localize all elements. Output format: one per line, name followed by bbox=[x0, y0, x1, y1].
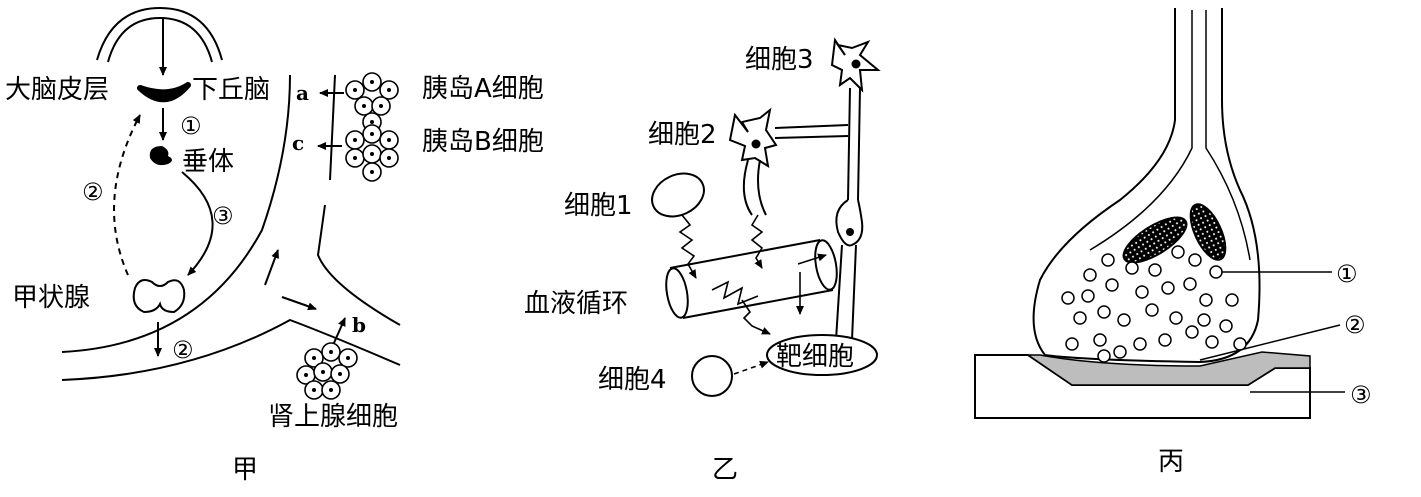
neuron-2-signal-wave bbox=[750, 214, 764, 269]
cortex-label: 大脑皮层 bbox=[5, 75, 109, 105]
islet-a-cluster bbox=[345, 72, 399, 132]
marker-3: ③ bbox=[212, 202, 234, 230]
marker-bing-2: ② bbox=[1344, 311, 1366, 339]
caption-bing: 丙 bbox=[1158, 447, 1184, 477]
marker-2-left: ② bbox=[82, 178, 104, 206]
blood-label: 血液循环 bbox=[524, 289, 628, 319]
target-label: 靶细胞 bbox=[776, 342, 854, 372]
neuron-2-nucleus bbox=[751, 139, 761, 149]
thyroid-label: 甲状腺 bbox=[12, 283, 90, 313]
panel-yi: 细胞3 细胞2 细胞1 血液循环 靶细胞 细胞4 乙 bbox=[524, 37, 881, 485]
marker-bing-1: ① bbox=[1336, 260, 1358, 288]
cell4-dashed-arrow bbox=[733, 360, 769, 375]
neuron-lower-body bbox=[835, 199, 864, 247]
cortex-arc-inner bbox=[107, 16, 213, 63]
letter-c: c bbox=[292, 131, 304, 155]
cell1-label: 细胞1 bbox=[564, 191, 633, 221]
hypothalamus-shape bbox=[137, 82, 191, 103]
neuron-3-nucleus bbox=[851, 59, 861, 69]
cell4-shape bbox=[691, 355, 733, 397]
neuron-lower-axon bbox=[835, 244, 857, 341]
caption-yi: 乙 bbox=[712, 455, 738, 485]
flow-arrow-right bbox=[281, 296, 317, 311]
islet-a-label: 胰岛A细胞 bbox=[422, 74, 544, 104]
target-cell-shape bbox=[766, 334, 878, 376]
pituitary-label: 垂体 bbox=[182, 147, 234, 177]
mitochondrion-1 bbox=[1122, 216, 1188, 264]
blood-vessel-right-end bbox=[814, 239, 838, 291]
adrenal-cluster bbox=[296, 342, 358, 400]
neuron-2-axon bbox=[742, 159, 767, 216]
pituitary-shape bbox=[149, 146, 172, 166]
cell3-label: 细胞3 bbox=[745, 45, 814, 75]
neuron-3-branch bbox=[774, 124, 849, 139]
synapse-inner-membrane bbox=[1089, 10, 1251, 261]
hypothalamus-label: 下丘脑 bbox=[192, 75, 270, 105]
flow-arrow-up bbox=[264, 249, 279, 286]
islet-b-label: 胰岛B细胞 bbox=[422, 127, 544, 157]
synaptic-vesicles bbox=[1061, 245, 1247, 363]
cell2-label: 细胞2 bbox=[648, 120, 717, 150]
marker-1: ① bbox=[180, 112, 202, 140]
vessel-outer-wall bbox=[61, 74, 291, 353]
feedback-arrow-dashed bbox=[113, 114, 141, 276]
neuron-2-body bbox=[728, 107, 778, 169]
cortex-arc bbox=[96, 6, 223, 61]
adrenal-label: 肾上腺细胞 bbox=[268, 402, 398, 432]
letter-a: a bbox=[296, 81, 309, 105]
cell1-shape bbox=[651, 172, 705, 218]
panel-bing: ① ② ③ 丙 bbox=[974, 8, 1372, 477]
caption-jia: 甲 bbox=[232, 455, 258, 485]
islet-b-cluster bbox=[345, 124, 399, 182]
leader-2 bbox=[1199, 324, 1341, 361]
synaptic-cleft bbox=[1025, 351, 1311, 386]
cell4-label: 细胞4 bbox=[598, 365, 667, 395]
blood-vessel-left-end bbox=[665, 267, 689, 319]
arrow-pituitary-to-thyroid bbox=[181, 171, 214, 276]
vessel-lower-wall bbox=[61, 318, 401, 381]
letter-b: b bbox=[352, 313, 366, 337]
neuron-lower-nucleus bbox=[846, 228, 854, 236]
mitochondrion-2 bbox=[1189, 203, 1227, 261]
panel-jia: 大脑皮层 下丘脑 ① 垂体 ② ③ 甲状腺 ② a c b bbox=[5, 6, 544, 485]
marker-2-bottom: ② bbox=[172, 336, 194, 364]
cell1-signal-wave bbox=[678, 214, 697, 279]
vessel-inner-arrow bbox=[797, 253, 827, 265]
blood-flow-arrow bbox=[711, 280, 759, 306]
blood-to-target-arrow bbox=[741, 299, 771, 335]
neuron-3-axon bbox=[847, 87, 861, 201]
marker-bing-3: ③ bbox=[1350, 381, 1372, 409]
blood-vessel-cylinder bbox=[669, 239, 834, 319]
thyroid-shape bbox=[132, 279, 186, 314]
